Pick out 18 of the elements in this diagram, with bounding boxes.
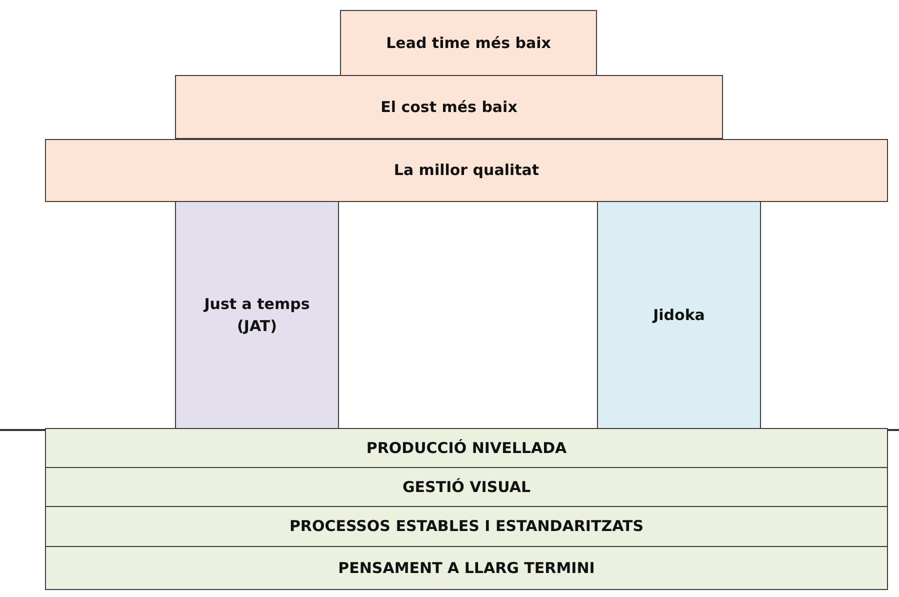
box-label: PROCESSOS ESTABLES I ESTANDARITZATS: [289, 516, 644, 538]
box-label: GESTIÓ VISUAL: [402, 476, 531, 498]
foundation-row: [45, 467, 888, 507]
box-label: PRODUCCIÓ NIVELLADA: [366, 438, 567, 459]
box-label: El cost més baix: [380, 96, 518, 118]
box-label: Lead time més baix: [386, 32, 551, 54]
box-label: Just a temps (JAT): [202, 294, 311, 337]
foundation-row: [45, 546, 888, 590]
roof-box: [45, 139, 888, 202]
box-label: PENSAMENT A LLARG TERMINI: [338, 558, 595, 579]
roof-box: [175, 75, 723, 139]
foundation-row: [45, 428, 888, 468]
roof-box: [340, 10, 597, 76]
box-label: Jidoka: [653, 304, 705, 326]
foundation-row: [45, 506, 888, 547]
box-label: La millor qualitat: [394, 160, 540, 182]
pillar-box: [175, 201, 339, 429]
pillar-box: [597, 201, 761, 429]
